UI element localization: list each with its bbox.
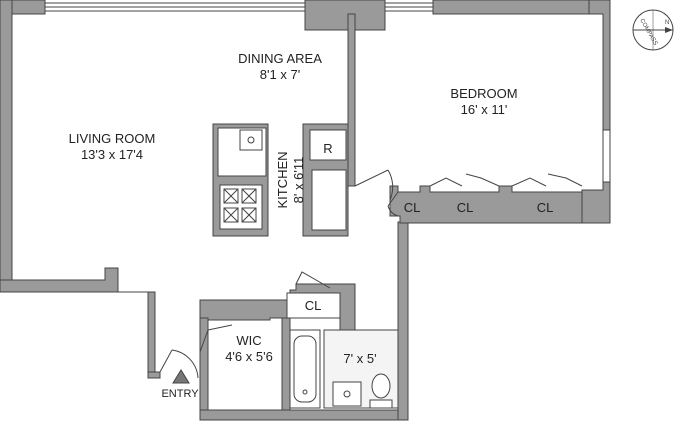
- wall-left: [0, 0, 13, 293]
- closets: [286, 292, 341, 319]
- closet-hall-box: [286, 292, 341, 319]
- wall-bottom-living: [0, 267, 156, 376]
- wall-bottom: [199, 409, 409, 421]
- column-top-middle: [304, 0, 386, 31]
- sink-drain: [247, 136, 255, 144]
- wall-top-right: [432, 0, 604, 15]
- doors: [159, 169, 583, 379]
- door-bedroom: [354, 169, 394, 201]
- living-room-name: LIVING ROOM: [69, 131, 156, 146]
- living-room-size: 13'3 x 17'4: [81, 147, 143, 162]
- bedroom-name: BEDROOM: [450, 86, 517, 101]
- interior-walls: [199, 13, 583, 411]
- kitchen-fixtures: [212, 123, 349, 237]
- wall-right: [588, 0, 611, 131]
- bath-size: 7' x 5': [343, 351, 376, 366]
- wall-wic-left: [199, 317, 209, 411]
- entry-marker-icon: [172, 369, 190, 384]
- kitchen-cabinet: [311, 169, 347, 231]
- door-closet-3: [511, 173, 583, 187]
- closet-label-3: CL: [537, 200, 554, 215]
- bath-sink-drain: [343, 390, 351, 398]
- wall-entry-left: [147, 371, 161, 379]
- room-labels: DINING AREA 8'1 x 7' BEDROOM 16' x 11' L…: [69, 51, 554, 400]
- refrigerator-label: R: [323, 141, 332, 156]
- door-closet-hall: [295, 271, 331, 289]
- window-right-bedroom: [602, 129, 611, 183]
- toilet-tank: [369, 399, 393, 409]
- toilet-bowl: [371, 373, 391, 399]
- closet-label-1: CL: [404, 200, 421, 215]
- bath-fixtures: [289, 329, 399, 409]
- sink: [239, 129, 263, 151]
- closet-label-2: CL: [457, 200, 474, 215]
- door-entry: [159, 349, 199, 379]
- door-closet-2: [429, 173, 500, 187]
- door-wic: [199, 324, 233, 353]
- closet-label-hall: CL: [305, 298, 322, 313]
- compass-icon: N COMPASS: [632, 9, 674, 51]
- bathtub-inner: [293, 335, 317, 403]
- bath-sink: [332, 381, 362, 407]
- entry-label: ENTRY: [161, 388, 199, 400]
- dining-area-name: DINING AREA: [238, 51, 322, 66]
- door-closet-1: [387, 191, 399, 217]
- kitchen-size: 8' x 6'11: [291, 157, 306, 204]
- compass-north-label: N: [665, 20, 669, 26]
- kitchen-name: KITCHEN: [275, 151, 290, 208]
- wall-right-lower: [581, 181, 611, 224]
- refrigerator: [309, 129, 347, 161]
- exterior-walls: [0, 0, 611, 421]
- wall-living-bedroom: [347, 13, 356, 187]
- bedroom-size: 16' x 11': [461, 102, 508, 117]
- wic-name: WIC: [236, 333, 261, 348]
- wall-wic-bath: [281, 317, 291, 411]
- wall-right-bath: [397, 221, 409, 421]
- stove-burners: [223, 188, 257, 223]
- wic-size: 4'6 x 5'6: [225, 349, 273, 364]
- bathtub-drain: [302, 389, 308, 395]
- dining-area-size: 8'1 x 7': [260, 67, 300, 82]
